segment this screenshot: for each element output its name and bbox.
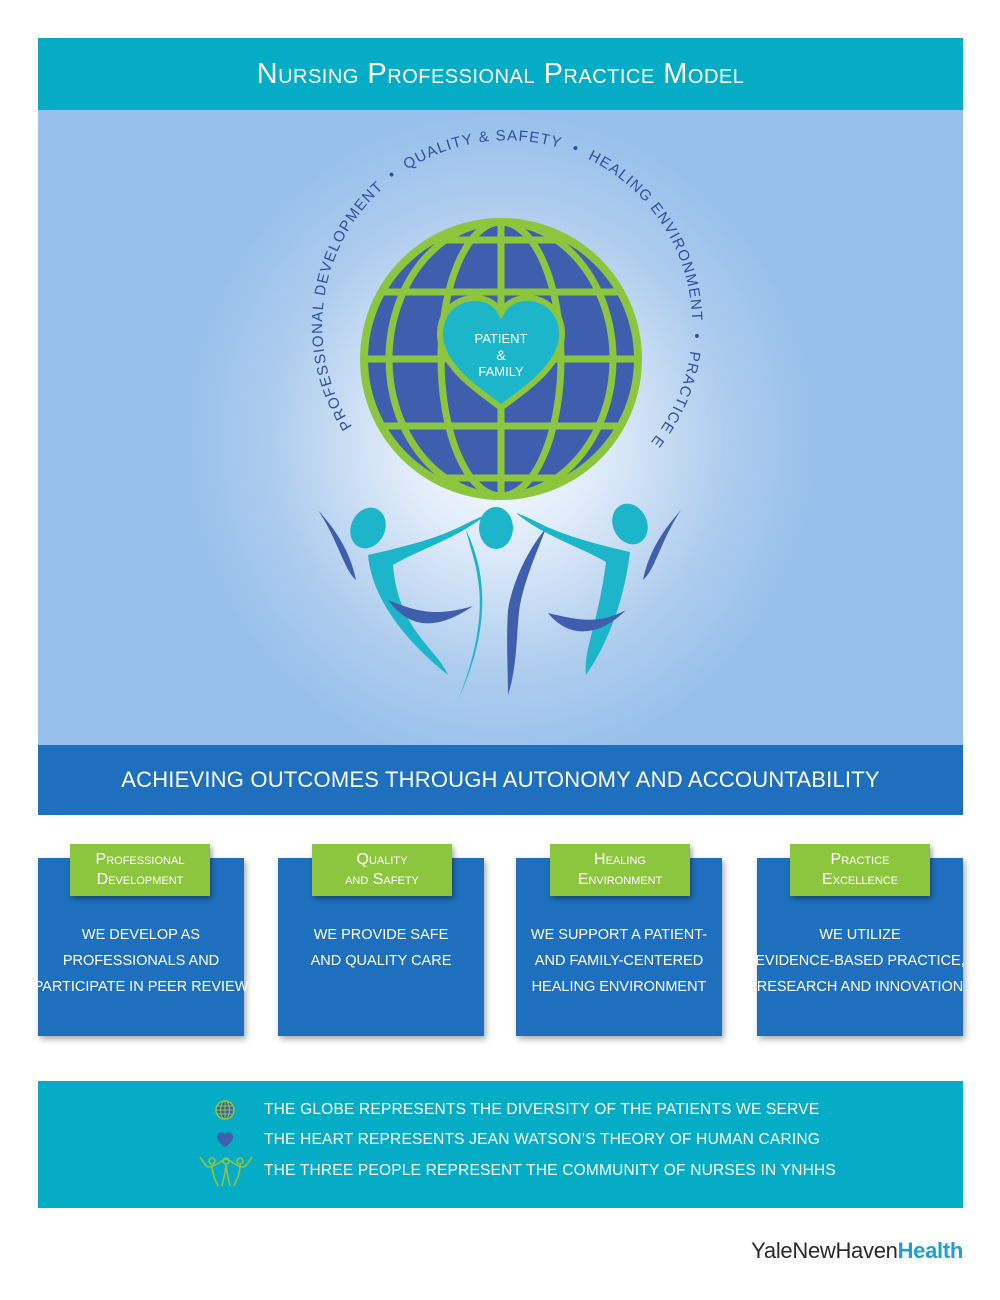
pillar-tag-line: and Safety xyxy=(345,871,419,888)
pillar-tag-line: Development xyxy=(96,871,184,888)
pillar-text-line: HEALING ENVIRONMENT xyxy=(531,979,707,995)
pillar-text-line: PROFESSIONALS AND xyxy=(62,953,220,969)
globe-icon xyxy=(215,1100,235,1120)
pillar-text-line: EVIDENCE-BASED PRACTICE, xyxy=(755,953,965,969)
pillar-text-line: WE UTILIZE xyxy=(819,927,901,943)
pillar-text-practice-excellence: WE UTILIZE EVIDENCE-BASED PRACTICE, RESE… xyxy=(750,922,970,1000)
logo-text-light: YaleNewHaven xyxy=(751,1238,898,1263)
pillar-tag-line: Quality xyxy=(356,851,408,868)
pillar-text-line: PARTICIPATE IN PEER REVIEW xyxy=(33,979,249,995)
heart-label-family: FAMILY xyxy=(478,364,524,379)
hero-illustration: PROFESSIONAL DEVELOPMENT • QUALITY & SAF… xyxy=(38,110,963,745)
subtitle-bar: ACHIEVING OUTCOMES THROUGH AUTONOMY AND … xyxy=(38,745,963,815)
model-diagram: PROFESSIONAL DEVELOPMENT • QUALITY & SAF… xyxy=(38,110,705,700)
pillar-text-line: RESEARCH AND INNOVATION xyxy=(756,979,964,995)
heart-icon: PATIENT & FAMILY xyxy=(436,294,566,412)
pillar-text-line: WE DEVELOP AS xyxy=(81,927,201,943)
pillar-tag-practice-excellence: Practice Excellence xyxy=(790,844,930,896)
pillar-text-line: WE PROVIDE SAFE xyxy=(313,927,449,943)
heart-icon xyxy=(216,1132,234,1148)
legend-panel xyxy=(38,1081,963,1208)
logo-text-bold: Health xyxy=(897,1238,964,1263)
pillar-text-professional-development: WE DEVELOP AS PROFESSIONALS AND PARTICIP… xyxy=(31,922,251,1000)
ring-separator-3: • xyxy=(688,333,705,340)
legend-item-globe: THE GLOBE REPRESENTS THE DIVERSITY OF TH… xyxy=(264,1101,820,1118)
ring-separator-1: • xyxy=(385,166,400,183)
legend-item-heart: THE HEART REPRESENTS JEAN WATSON’S THEOR… xyxy=(264,1131,820,1148)
pillar-tag-line: Excellence xyxy=(821,871,899,888)
ring-quality-safety: QUALITY & SAFETY xyxy=(400,127,563,173)
yale-new-haven-health-logo: YaleNewHavenHealth xyxy=(751,1238,963,1264)
pillar-tag-line: Practice xyxy=(830,851,890,868)
people-icon xyxy=(318,503,681,700)
pillar-tag-professional-development: Professional Development xyxy=(70,844,210,896)
pillar-text-healing-environment: WE SUPPORT A PATIENT- AND FAMILY-CENTERE… xyxy=(509,922,729,1000)
pillar-tag-line: Healing xyxy=(594,851,646,868)
pillar-text-line: AND FAMILY-CENTERED xyxy=(534,953,704,969)
legend-item-people: THE THREE PEOPLE REPRESENT THE COMMUNITY… xyxy=(264,1162,836,1179)
pillar-text-line: WE SUPPORT A PATIENT- xyxy=(530,927,708,943)
pillar-tag-quality-safety: Quality and Safety xyxy=(312,844,452,896)
people-icon xyxy=(199,1156,253,1187)
pillar-text-quality-safety: WE PROVIDE SAFE AND QUALITY CARE xyxy=(271,922,491,974)
heart-label-patient: PATIENT xyxy=(475,331,528,346)
heart-label-amp: & xyxy=(496,347,506,363)
pillar-tag-line: Professional xyxy=(95,851,185,868)
pillar-tag-healing-environment: Healing Environment xyxy=(550,844,690,896)
subtitle-text: ACHIEVING OUTCOMES THROUGH AUTONOMY AND … xyxy=(121,767,880,792)
title-bar: Nursing Professional Practice Model xyxy=(38,38,963,110)
page-title: Nursing Professional Practice Model xyxy=(256,57,745,90)
pillar-text-line: AND QUALITY CARE xyxy=(310,953,452,969)
pillar-tag-line: Environment xyxy=(577,871,663,888)
ring-separator-2: • xyxy=(570,140,582,158)
